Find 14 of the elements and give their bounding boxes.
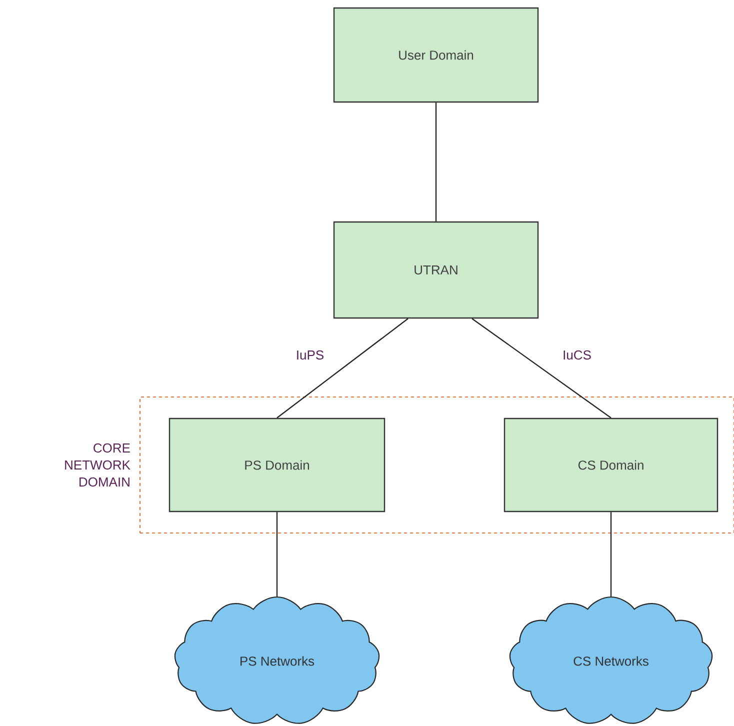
domain-box: CS Domain [504, 418, 718, 512]
connector-line [435, 102, 437, 222]
domain-box: UTRAN [333, 221, 539, 319]
edge-label: IuCS [562, 349, 592, 361]
network-cloud: PS Networks [174, 596, 380, 724]
group-label: CORE NETWORK DOMAIN [65, 443, 130, 487]
domain-box: PS Domain [168, 418, 386, 512]
connector-line [276, 318, 408, 418]
domain-box: User Domain [333, 7, 539, 103]
connector-line [276, 512, 278, 596]
connector-line [472, 318, 612, 418]
network-cloud: CS Networks [509, 596, 713, 724]
edge-label: IuPS [294, 349, 326, 361]
connector-line [610, 512, 612, 596]
